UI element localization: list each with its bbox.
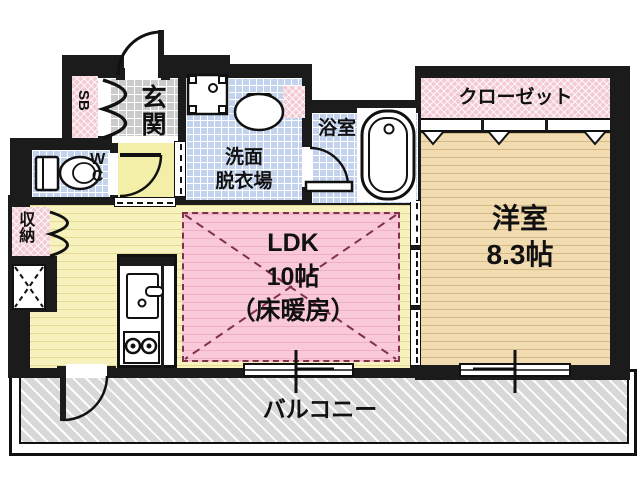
balcony-door-post [57, 366, 66, 378]
ldk-size: 10帖 [266, 262, 320, 291]
entrance-door-post [116, 68, 125, 80]
wc-label: WC [89, 151, 107, 185]
bathroom-door-swing-arc [309, 146, 350, 187]
western-room-floor [421, 133, 610, 365]
closet-door-divider [545, 119, 548, 131]
washer-pan-corner [218, 75, 227, 84]
bathtub [360, 109, 416, 201]
bathtub-drain [383, 123, 395, 135]
bathroom-door-leaf [304, 180, 354, 193]
ldk-label: LDK 10帖 （床暖房） [198, 227, 388, 328]
entrance-door-post [161, 68, 170, 80]
balcony-door-leaf [60, 376, 66, 421]
shoe-box-area [72, 76, 98, 138]
toilet-tank [34, 155, 60, 192]
closet-door-divider [481, 119, 484, 131]
balcony-floor [19, 372, 629, 444]
stove-burner-center [130, 343, 136, 349]
storage-folding-door [45, 210, 69, 258]
bathroom-door-opening [302, 147, 312, 187]
washer-pan-corner [188, 105, 197, 114]
stove-burner-center [146, 343, 152, 349]
entrance-door-leaf [158, 30, 164, 78]
washroom-label: 洗面 脱衣場 [196, 146, 292, 194]
entrance-floor [110, 78, 178, 136]
shoe-box-label: SB [75, 90, 92, 111]
sink-drain [137, 298, 147, 308]
kitchen-counter-top-edge [120, 257, 174, 266]
ldk-note: （床暖房） [230, 296, 356, 325]
wash-basin [233, 92, 285, 132]
washer-drain [208, 83, 218, 93]
toilet-bowl-inner [72, 162, 96, 184]
shoe-box-folding-door [97, 78, 127, 140]
bathtub-inner [368, 117, 408, 193]
closet-area [421, 78, 610, 118]
refrigerator-space-cross [14, 266, 44, 308]
closet-door-triangle [581, 130, 609, 146]
hall-washroom-sliding-door [174, 141, 186, 197]
wc-door-opening [108, 153, 118, 195]
ldk-westernroom-partition-panel [410, 309, 421, 366]
kitchen-counter-divider [161, 266, 164, 368]
storage-label: 収納 [16, 211, 34, 243]
refrigerator-space-cross [14, 266, 44, 308]
entrance-step [112, 136, 178, 143]
entrance-door-swing-arc [116, 30, 162, 76]
hall-ldk-sliding-door [114, 197, 176, 207]
bathroom-label: 浴室 [317, 118, 356, 139]
hall-floor [118, 143, 174, 199]
washer-pan-corner [218, 105, 227, 114]
western-room-size: 8.3帖 [486, 239, 554, 271]
western-room-label: 洋室 8.3帖 [440, 201, 600, 274]
pipe-space [283, 86, 305, 118]
kitchen-balcony-door-opening [66, 364, 107, 378]
ldk-name: LDK [267, 229, 319, 257]
gas-stove [123, 331, 160, 364]
ldk-westernroom-partition-panel [410, 249, 421, 306]
wc-door-swing-arc [119, 154, 163, 198]
entrance-door-opening [124, 55, 162, 80]
balcony-label: バルコニー [262, 396, 378, 422]
closet-folding-door [421, 118, 610, 132]
sink-faucet [145, 286, 164, 297]
balcony-door-swing-arc [62, 375, 109, 422]
closet-door-triangle [485, 130, 513, 146]
closet-door-triangle [419, 130, 447, 146]
washer-pan-corner [188, 75, 197, 84]
washroom-label-line2: 脱衣場 [215, 170, 273, 192]
western-room-name: 洋室 [491, 203, 548, 234]
balcony-door-post [107, 366, 116, 378]
entrance-label: 玄関 [138, 84, 166, 138]
refrigerator-space-box [12, 264, 46, 310]
floor-heating-diagonal [184, 214, 397, 360]
storage-area [12, 207, 50, 256]
closet-label: クローゼット [458, 87, 573, 108]
washroom-label-line1: 洗面 [224, 147, 263, 168]
